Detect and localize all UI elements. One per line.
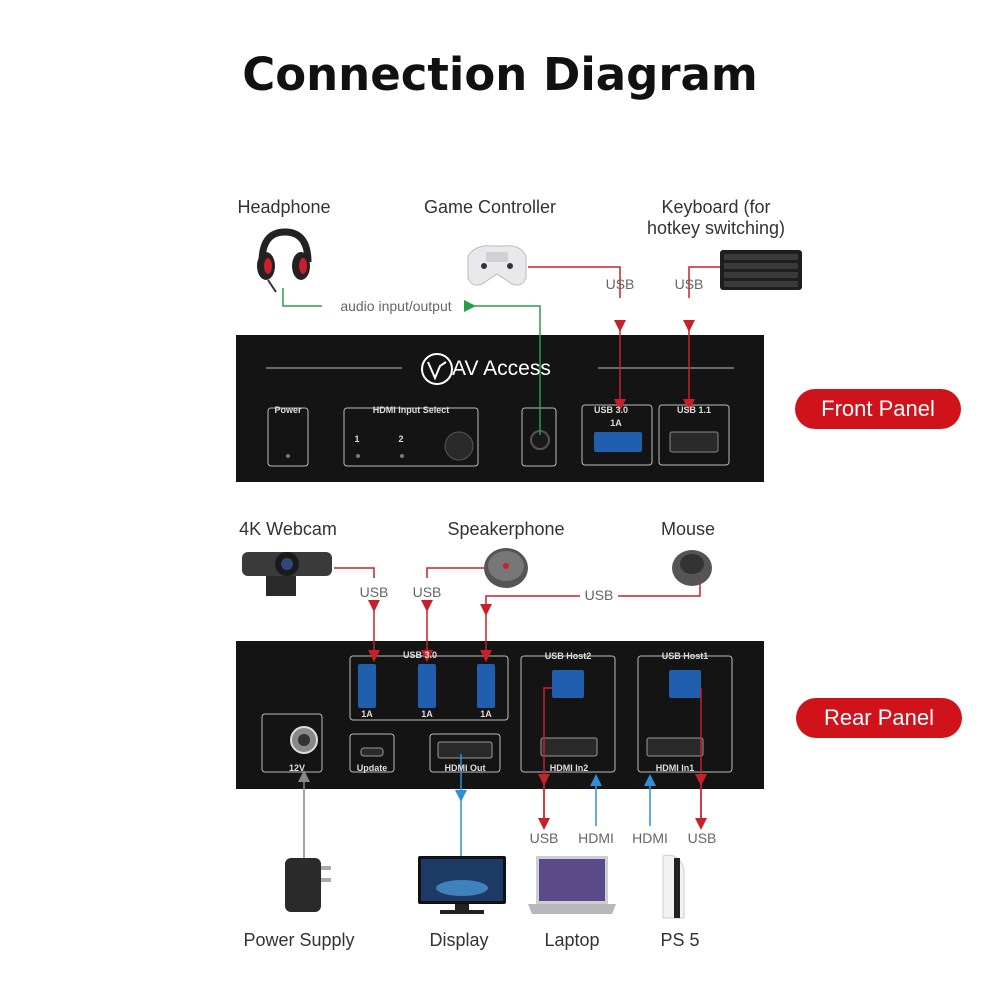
label-webcam: 4K Webcam xyxy=(239,519,337,539)
rp-usb-host2-label: USB Host2 xyxy=(544,651,592,661)
headphone-icon xyxy=(257,228,312,293)
rp-usb30-label: USB 3.0 xyxy=(402,650,437,660)
label-display: Display xyxy=(429,930,489,950)
label-keyboard-line2: hotkey switching) xyxy=(646,218,786,238)
ps5-icon xyxy=(662,854,685,919)
label-game-controller: Game Controller xyxy=(423,197,557,217)
rp-hdmi-out-label: HDMI Out xyxy=(444,763,486,773)
label-audio: audio input/output xyxy=(340,298,452,314)
label-laptop-usb: USB xyxy=(529,830,559,846)
front-panel xyxy=(236,335,764,482)
mouse-icon xyxy=(672,550,712,586)
fp-usb30-amp: 1A xyxy=(610,418,622,428)
fp-hdmi-select-label: HDMI Input Select xyxy=(372,405,450,415)
label-headphone: Headphone xyxy=(237,197,331,217)
brand-name: AV Access xyxy=(452,357,551,380)
label-ps5-hdmi: HDMI xyxy=(632,830,668,846)
label-keyboard-line1: Keyboard (for xyxy=(661,197,771,217)
label-rear-usb-mouse: USB xyxy=(584,587,614,603)
label-rear-usb-webcam: USB xyxy=(359,584,389,600)
diagram-title: Connection Diagram xyxy=(242,48,758,101)
laptop-icon xyxy=(528,856,616,914)
rp-update-label: Update xyxy=(356,763,388,773)
rp-port-amp-1: 1A xyxy=(361,709,373,719)
fp-power-label: Power xyxy=(274,405,302,415)
rp-hdmi-in1-label: HDMI In1 xyxy=(655,763,695,773)
label-front-usb-1: USB xyxy=(605,276,635,292)
av-access-logo-icon xyxy=(421,353,453,385)
fp-usb30-label: USB 3.0 xyxy=(593,405,628,415)
rp-12v-label: 12V xyxy=(288,763,305,773)
speakerphone-icon xyxy=(484,548,528,588)
display-icon xyxy=(418,856,506,914)
label-laptop: Laptop xyxy=(544,930,600,950)
fp-usb11-label: USB 1.1 xyxy=(676,405,711,415)
label-rear-usb-speaker: USB xyxy=(412,584,442,600)
label-mouse: Mouse xyxy=(660,519,716,539)
label-front-usb-2: USB xyxy=(674,276,704,292)
rp-port-amp-3: 1A xyxy=(480,709,492,719)
webcam-icon xyxy=(242,552,332,596)
rp-hdmi-in2-label: HDMI In2 xyxy=(549,763,589,773)
fp-input-2: 2 xyxy=(398,434,404,444)
label-ps5: PS 5 xyxy=(660,930,700,950)
label-laptop-hdmi: HDMI xyxy=(578,830,614,846)
rp-port-amp-2: 1A xyxy=(421,709,433,719)
keyboard-icon xyxy=(720,250,802,290)
power-supply-icon xyxy=(285,858,331,912)
label-ps5-usb: USB xyxy=(687,830,717,846)
game-controller-icon xyxy=(467,245,527,286)
fp-input-1: 1 xyxy=(354,434,360,444)
badge-front-panel: Front Panel xyxy=(795,389,961,429)
badge-rear-panel: Rear Panel xyxy=(796,698,962,738)
label-speakerphone: Speakerphone xyxy=(447,519,565,539)
label-power-supply: Power Supply xyxy=(243,930,355,950)
rp-usb-host1-label: USB Host1 xyxy=(661,651,709,661)
